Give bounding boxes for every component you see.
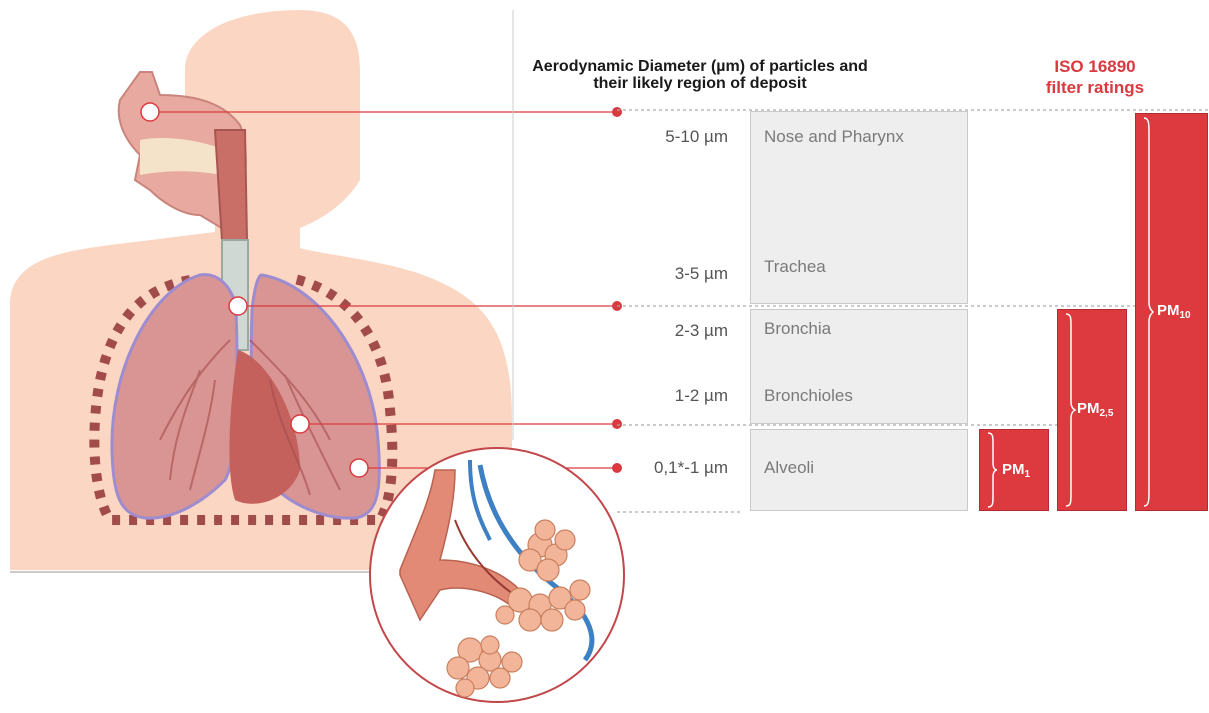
marker-bronchioles <box>291 415 309 433</box>
pm10-brace <box>1141 116 1155 508</box>
size-label-2-3: 2-3 µm <box>608 321 728 341</box>
pm2-5-brace <box>1063 312 1077 508</box>
title-line-2: their likely region of deposit <box>470 75 930 92</box>
marker-nose <box>141 103 159 121</box>
size-label-5-10: 5-10 µm <box>608 127 728 147</box>
region-label-bronchia: Bronchia <box>764 319 831 339</box>
title-line-1: Aerodynamic Diameter (µm) of particles a… <box>470 58 930 75</box>
size-label-0-1: 0,1*-1 µm <box>608 458 728 478</box>
chart-title: Aerodynamic Diameter (µm) of particles a… <box>470 58 930 92</box>
pm1-brace <box>985 431 999 509</box>
iso-title: ISO 16890 filter ratings <box>1020 56 1170 98</box>
pm1-label: PM1 <box>1002 461 1030 480</box>
region-label-trachea: Trachea <box>764 257 826 277</box>
region-label-nose: Nose and Pharynx <box>764 127 904 147</box>
marker-trachea <box>229 297 247 315</box>
iso-title-line-1: ISO 16890 <box>1020 56 1170 77</box>
size-label-1-2: 1-2 µm <box>608 386 728 406</box>
callout-dots <box>612 107 622 473</box>
pm10-label: PM10 <box>1157 302 1191 321</box>
marker-alveoli <box>350 459 368 477</box>
size-label-3-5: 3-5 µm <box>608 264 728 284</box>
region-label-bronchioles: Bronchioles <box>764 386 853 406</box>
iso-title-line-2: filter ratings <box>1020 77 1170 98</box>
pm2-5-label: PM2,5 <box>1077 400 1113 419</box>
region-label-alveoli: Alveoli <box>764 458 814 478</box>
